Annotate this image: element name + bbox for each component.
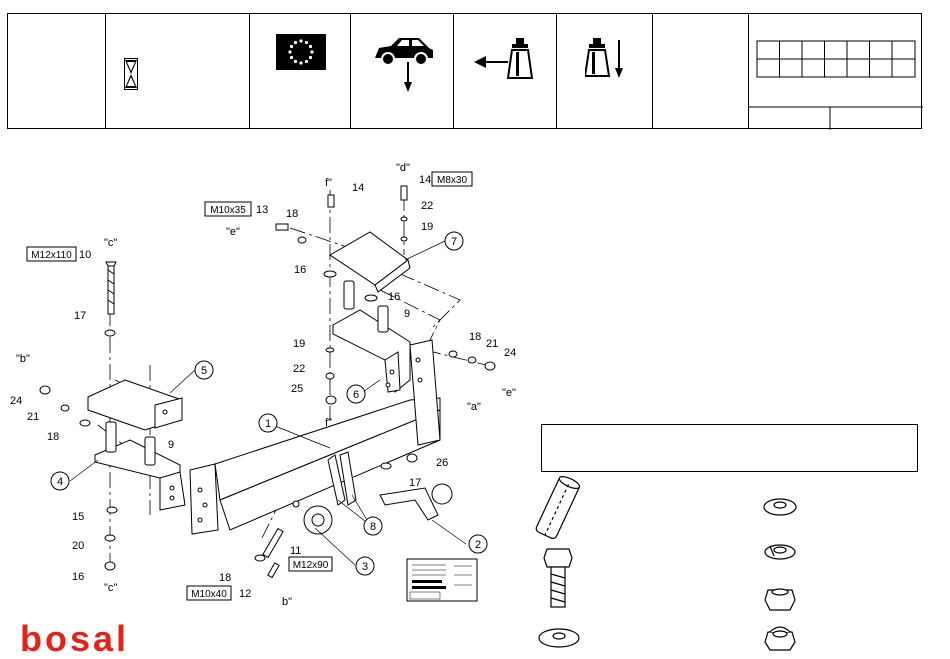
reference-letters: "a" "b" b" "c" "c" "d" "e" "e" f" f" — [16, 162, 516, 608]
label-20: 20 — [72, 540, 84, 552]
ref-f-mid: f" — [325, 417, 332, 429]
part-7-number: 7 — [451, 236, 457, 248]
hex-nut-icon — [765, 589, 795, 610]
part-4-number: 4 — [57, 476, 63, 488]
label-24b: 24 — [504, 347, 516, 359]
ref-b-bottom: b" — [282, 596, 292, 608]
label-24a: 24 — [10, 395, 22, 407]
ref-d: "d" — [396, 162, 410, 174]
spring-washer-icon — [765, 545, 795, 559]
label-18a: 18 — [286, 208, 298, 220]
ref-c-bottom: "c" — [104, 582, 117, 594]
label-19b: 19 — [421, 221, 433, 233]
bolt-m12x90: M12x90 — [293, 560, 329, 571]
label-18b: 18 — [47, 431, 59, 443]
ref-e-left: "e" — [226, 226, 240, 238]
label-16b: 16 — [388, 291, 400, 303]
label-9b: 9 — [404, 308, 410, 320]
label-14a: 14 — [352, 182, 364, 194]
label-25: 25 — [291, 383, 303, 395]
label-16c: 16 — [72, 571, 84, 583]
hardware-legend — [535, 474, 796, 650]
ref-c-top: "c" — [104, 237, 117, 249]
flat-washer-icon — [764, 499, 796, 515]
label-14b: 14 — [419, 174, 431, 186]
label-13: 13 — [256, 204, 268, 216]
bolt-m10x35: M10x35 — [210, 205, 246, 216]
bolt-size-boxes: M12x110 M10x35 M8x30 M12x90 M10x40 — [27, 172, 472, 600]
hex-bolt-icon — [544, 549, 572, 607]
label-18c: 18 — [469, 331, 481, 343]
instruction-text-box — [541, 424, 918, 472]
part-8-number: 8 — [370, 521, 376, 533]
label-10: 10 — [79, 249, 91, 261]
part-3-number: 3 — [362, 561, 368, 573]
ref-f-top: f" — [325, 177, 332, 189]
label-21a: 21 — [27, 411, 39, 423]
label-12: 12 — [239, 588, 251, 600]
ref-e-right: "e" — [502, 387, 516, 399]
label-16a: 16 — [294, 264, 306, 276]
part-6-number: 6 — [353, 389, 359, 401]
large-washer-icon — [539, 629, 579, 647]
ref-b-top: "b" — [16, 353, 30, 365]
bolt-m12x110: M12x110 — [31, 250, 72, 261]
label-18d: 18 — [219, 572, 231, 584]
ref-a: "a" — [467, 401, 481, 413]
bolt-m10x40: M10x40 — [191, 589, 227, 600]
data-plate-sticker — [407, 559, 477, 601]
part-2-number: 2 — [475, 539, 481, 551]
bolt-m8x30: M8x30 — [437, 175, 467, 186]
label-17a: 17 — [74, 310, 86, 322]
label-17b: 17 — [409, 477, 421, 489]
label-9a: 9 — [168, 439, 174, 451]
label-15: 15 — [72, 511, 84, 523]
label-11: 11 — [290, 545, 301, 557]
part-1-number: 1 — [265, 418, 271, 430]
label-19a: 19 — [293, 338, 305, 350]
bosal-logo: bosal — [20, 624, 129, 654]
right-bracket-assembly — [330, 232, 410, 392]
label-26: 26 — [436, 457, 448, 469]
label-21b: 21 — [486, 338, 498, 350]
label-22a: 22 — [293, 363, 305, 375]
label-22b: 22 — [421, 200, 433, 212]
part-5-number: 5 — [201, 365, 207, 377]
lock-nut-icon — [765, 627, 795, 650]
sleeve-icon — [535, 474, 581, 539]
